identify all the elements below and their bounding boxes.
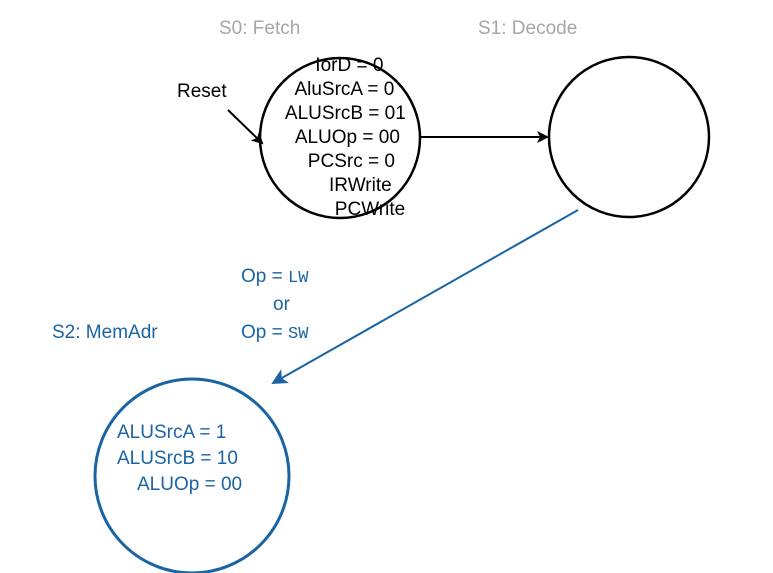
- state-s1-circle[interactable]: [547, 55, 711, 219]
- op-prefix: Op =: [241, 266, 288, 287]
- state-s0-signals: IorD = 0 AluSrcA = 0 ALUSrcB = 01 ALUOp …: [285, 55, 411, 220]
- state-s2-label: S2: MemAdr: [52, 322, 158, 343]
- reset-arrow: [227, 109, 264, 145]
- reset-label: Reset: [177, 81, 227, 102]
- transition-or: or: [273, 294, 291, 315]
- s0-signal: PCWrite: [335, 199, 405, 220]
- s0-signal: IRWrite: [329, 175, 392, 196]
- s2-signal: ALUSrcB = 10: [117, 448, 238, 469]
- state-s0-label: S0: Fetch: [219, 18, 300, 39]
- transition-condition-2: Op = SW: [241, 322, 309, 344]
- state-s2-signals: ALUSrcA = 1 ALUSrcB = 10 ALUOp = 00: [117, 422, 243, 495]
- transition-s1-s2-arrow: [271, 209, 579, 384]
- s2-signal: ALUOp = 00: [137, 474, 242, 495]
- op-sw: SW: [288, 325, 309, 344]
- s0-signal: IorD = 0: [315, 55, 383, 76]
- s0-signal: AluSrcA = 0: [294, 79, 394, 100]
- s0-signal: PCSrc = 0: [308, 151, 395, 172]
- transition-condition-1: Op = LW: [241, 266, 309, 288]
- state-s2-circle[interactable]: [93, 377, 291, 573]
- s0-signal: ALUOp = 00: [295, 127, 400, 148]
- s0-signal: ALUSrcB = 01: [285, 103, 406, 124]
- s2-signal: ALUSrcA = 1: [117, 422, 226, 443]
- op-lw: LW: [288, 269, 309, 288]
- state-s1-label: S1: Decode: [478, 18, 577, 39]
- op-prefix: Op =: [241, 322, 288, 343]
